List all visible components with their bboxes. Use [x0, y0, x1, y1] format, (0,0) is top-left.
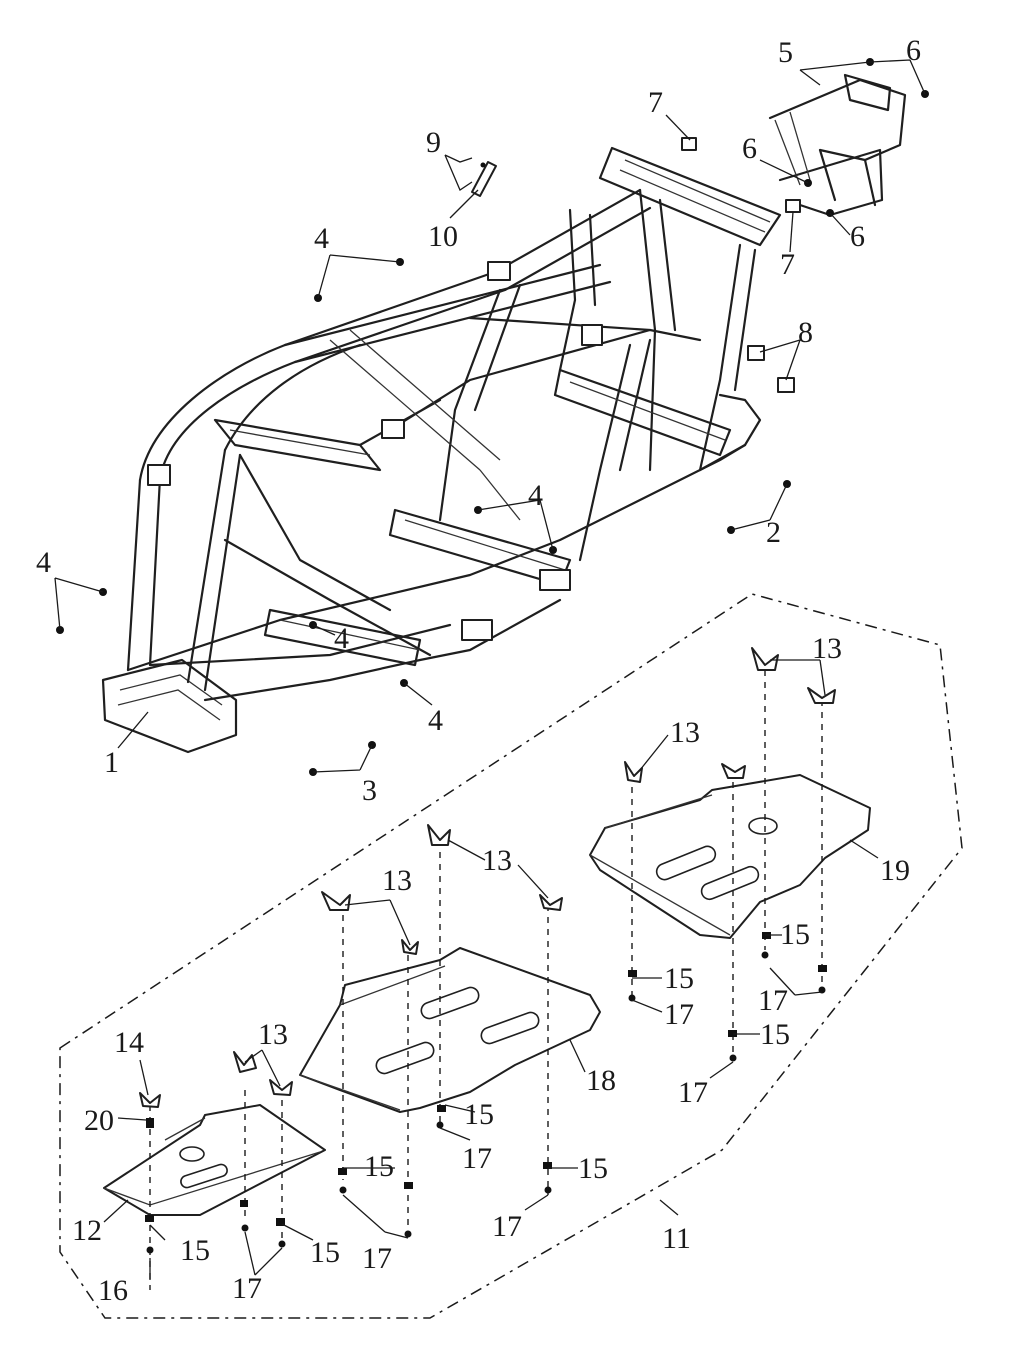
- callout-19: 19: [880, 854, 910, 887]
- callout-17: 17: [362, 1242, 392, 1275]
- callout-15: 15: [180, 1234, 210, 1267]
- callout-6: 6: [742, 132, 757, 165]
- callout-10: 10: [428, 220, 458, 253]
- clips: [139, 647, 836, 1108]
- callout-15: 15: [760, 1018, 790, 1051]
- callout-4: 4: [314, 222, 329, 255]
- skid-plate-kit-boundary: [59, 593, 963, 1319]
- callout-15: 15: [310, 1236, 340, 1269]
- callout-9: 9: [426, 126, 441, 159]
- callout-4: 4: [528, 479, 543, 512]
- callout-15: 15: [464, 1098, 494, 1131]
- callout-13: 13: [258, 1018, 288, 1051]
- callout-13: 13: [382, 864, 412, 897]
- callout-11: 11: [662, 1222, 691, 1255]
- assembly-axes: [149, 670, 823, 1290]
- fastener-dots: [56, 58, 929, 1254]
- callout-1: 1: [104, 746, 119, 779]
- callout-17: 17: [664, 998, 694, 1031]
- callout-labels: 1 2 3 4 4 4 4 4 5 6 6 6 7 7 8 9 10 11 12…: [36, 34, 921, 1307]
- callout-6: 6: [906, 34, 921, 67]
- callout-8: 8: [798, 316, 813, 349]
- skid-plate-19: [589, 774, 871, 939]
- callout-15: 15: [664, 962, 694, 995]
- callout-20: 20: [84, 1104, 114, 1137]
- callout-17: 17: [492, 1210, 522, 1243]
- callout-17: 17: [232, 1272, 262, 1305]
- main-frame-assembly: [101, 146, 782, 754]
- callout-15: 15: [780, 918, 810, 951]
- callout-7: 7: [780, 248, 795, 281]
- callout-4: 4: [334, 622, 349, 655]
- rear-rack-bracket: [768, 73, 907, 217]
- callout-13: 13: [670, 716, 700, 749]
- skid-plate-18: [299, 947, 601, 1113]
- callout-2: 2: [766, 516, 781, 549]
- callout-17: 17: [678, 1076, 708, 1109]
- skid-plate-12: [103, 1104, 326, 1216]
- callout-15: 15: [578, 1152, 608, 1185]
- callout-17: 17: [462, 1142, 492, 1175]
- callout-5: 5: [778, 36, 793, 69]
- callout-14: 14: [114, 1026, 144, 1059]
- callout-12: 12: [72, 1214, 102, 1247]
- callout-6: 6: [850, 220, 865, 253]
- callout-13: 13: [812, 632, 842, 665]
- callout-17: 17: [758, 984, 788, 1017]
- callout-4: 4: [36, 546, 51, 579]
- callout-4: 4: [428, 704, 443, 737]
- leader-lines: [54, 59, 926, 1280]
- callout-3: 3: [362, 774, 377, 807]
- callout-15: 15: [364, 1150, 394, 1183]
- callout-18: 18: [586, 1064, 616, 1097]
- callout-13: 13: [482, 844, 512, 877]
- callout-7: 7: [648, 86, 663, 119]
- callout-16: 16: [98, 1274, 128, 1307]
